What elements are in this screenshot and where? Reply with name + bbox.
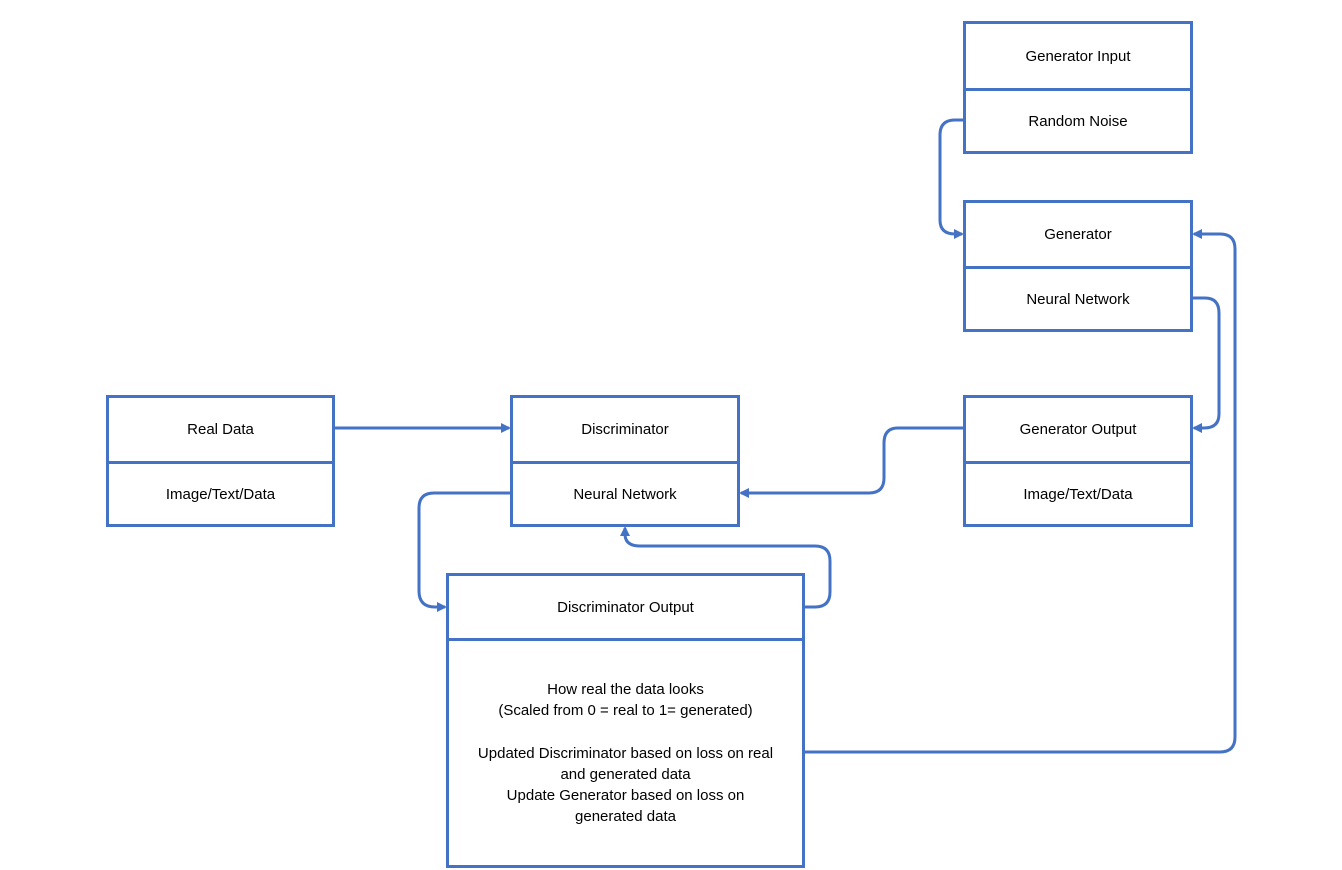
output-line-update-generator-2: generated data: [575, 808, 676, 825]
real-data-title: Real Data: [187, 421, 254, 438]
divider: [513, 461, 737, 464]
generator-input-title: Generator Input: [1025, 47, 1131, 65]
edge-noise-to-generator: [938, 118, 964, 239]
divider: [449, 638, 802, 641]
divider: [966, 88, 1190, 91]
generator-output-node: Generator Output Image/Text/Data: [963, 395, 1193, 527]
real-data-node: Real Data Image/Text/Data: [106, 395, 335, 527]
real-data-content: Image/Text/Data: [165, 485, 276, 503]
discriminator-output-node: Discriminator Output How real the data l…: [446, 573, 805, 868]
generator-output-title: Generator Output: [1019, 421, 1137, 438]
divider: [966, 266, 1190, 269]
generator-input-node: Generator Input Random Noise: [963, 21, 1193, 154]
generator-node: Generator Neural Network: [963, 200, 1193, 332]
edge-output-to-generator: [804, 229, 1237, 754]
discriminator-output-title: Discriminator Output: [557, 598, 694, 616]
edge-output-feedback-to-discriminator: [620, 526, 832, 609]
edge-discriminator-to-output: [417, 491, 511, 612]
generator-output-content: Image/Text/Data: [1023, 485, 1133, 503]
discriminator-node: Discriminator Neural Network: [510, 395, 740, 527]
output-line-realness: How real the data looks: [547, 681, 704, 698]
discriminator-title: Discriminator: [581, 421, 669, 438]
edge-generator-to-output: [1192, 296, 1221, 433]
generator-content: Neural Network: [1026, 290, 1130, 308]
generator-input-content: Random Noise: [1028, 112, 1128, 130]
output-line-update-discriminator-2: and generated data: [560, 766, 691, 783]
discriminator-content: Neural Network: [573, 485, 677, 503]
divider: [109, 461, 332, 464]
edge-genoutput-to-discriminator: [739, 426, 964, 498]
generator-title: Generator: [1044, 226, 1112, 243]
discriminator-output-body: How real the data looks (Scaled from 0 =…: [449, 641, 802, 865]
output-line-scale: (Scaled from 0 = real to 1= generated): [498, 702, 753, 719]
divider: [966, 461, 1190, 464]
output-line-update-generator-1: Update Generator based on loss on: [506, 787, 745, 804]
output-line-update-discriminator-1: Updated Discriminator based on loss on r…: [477, 745, 774, 762]
